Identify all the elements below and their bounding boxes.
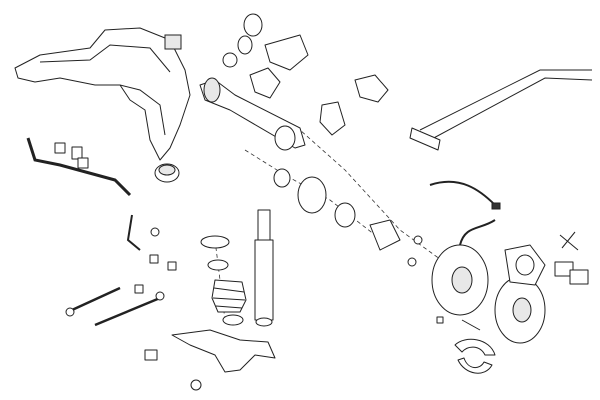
hardware-small-parts[interactable] — [407, 235, 423, 267]
brake-hose[interactable] — [459, 219, 496, 246]
shock-absorber[interactable] — [254, 209, 274, 327]
wheel-bearing-hub[interactable] — [504, 244, 546, 286]
drive-shaft[interactable] — [199, 77, 306, 151]
lower-control-arm[interactable] — [144, 329, 276, 391]
wheel-hub-flange[interactable] — [273, 168, 401, 251]
abs-sensor[interactable] — [429, 180, 501, 210]
brake-pads[interactable] — [554, 231, 589, 285]
brake-disc[interactable] — [431, 244, 546, 344]
handbrake-cable[interactable] — [409, 69, 593, 151]
stabilizer-link-rod[interactable] — [126, 214, 177, 271]
stabilizer-bar[interactable] — [26, 137, 132, 197]
tie-rod[interactable] — [65, 284, 165, 327]
brake-shoes[interactable] — [436, 316, 496, 374]
coil-spring[interactable] — [200, 235, 247, 326]
cv-joint[interactable] — [222, 13, 309, 71]
subframe[interactable] — [14, 27, 191, 183]
cv-boot[interactable] — [249, 67, 389, 136]
